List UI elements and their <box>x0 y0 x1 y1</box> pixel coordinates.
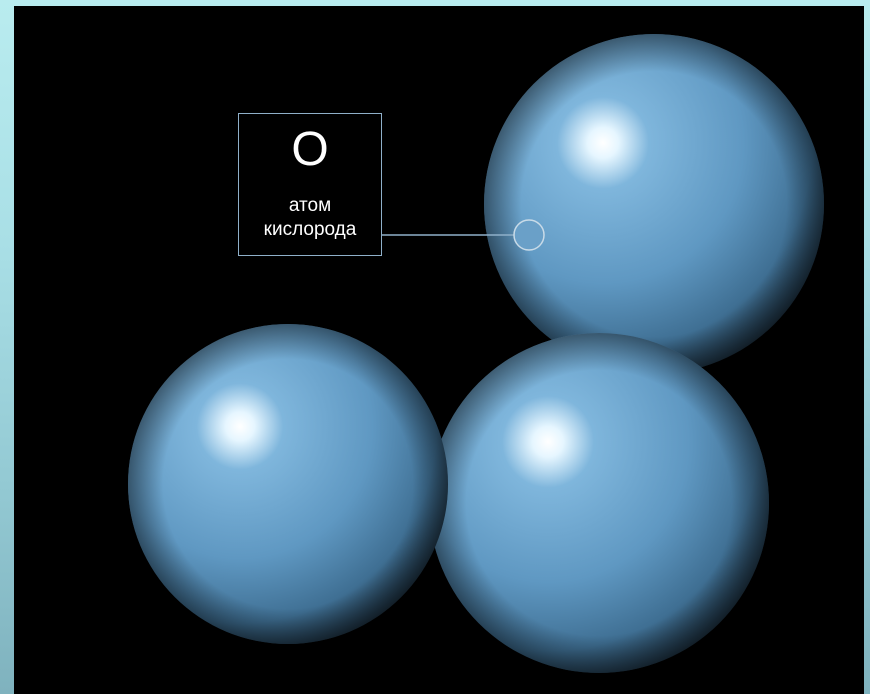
water-molecule-model <box>14 6 864 694</box>
oxygen-atom <box>484 34 824 374</box>
label-line-2: кислорода <box>239 218 381 242</box>
label-line-1: атом <box>239 194 381 218</box>
molecule-illustration: O атом кислорода <box>14 6 864 694</box>
element-symbol: O <box>239 126 381 174</box>
hydrogen-atom-right <box>429 333 769 673</box>
oxygen-label-box: O атом кислорода <box>238 113 382 256</box>
hydrogen-atom-left <box>128 324 448 644</box>
pointer-dot <box>514 220 544 250</box>
